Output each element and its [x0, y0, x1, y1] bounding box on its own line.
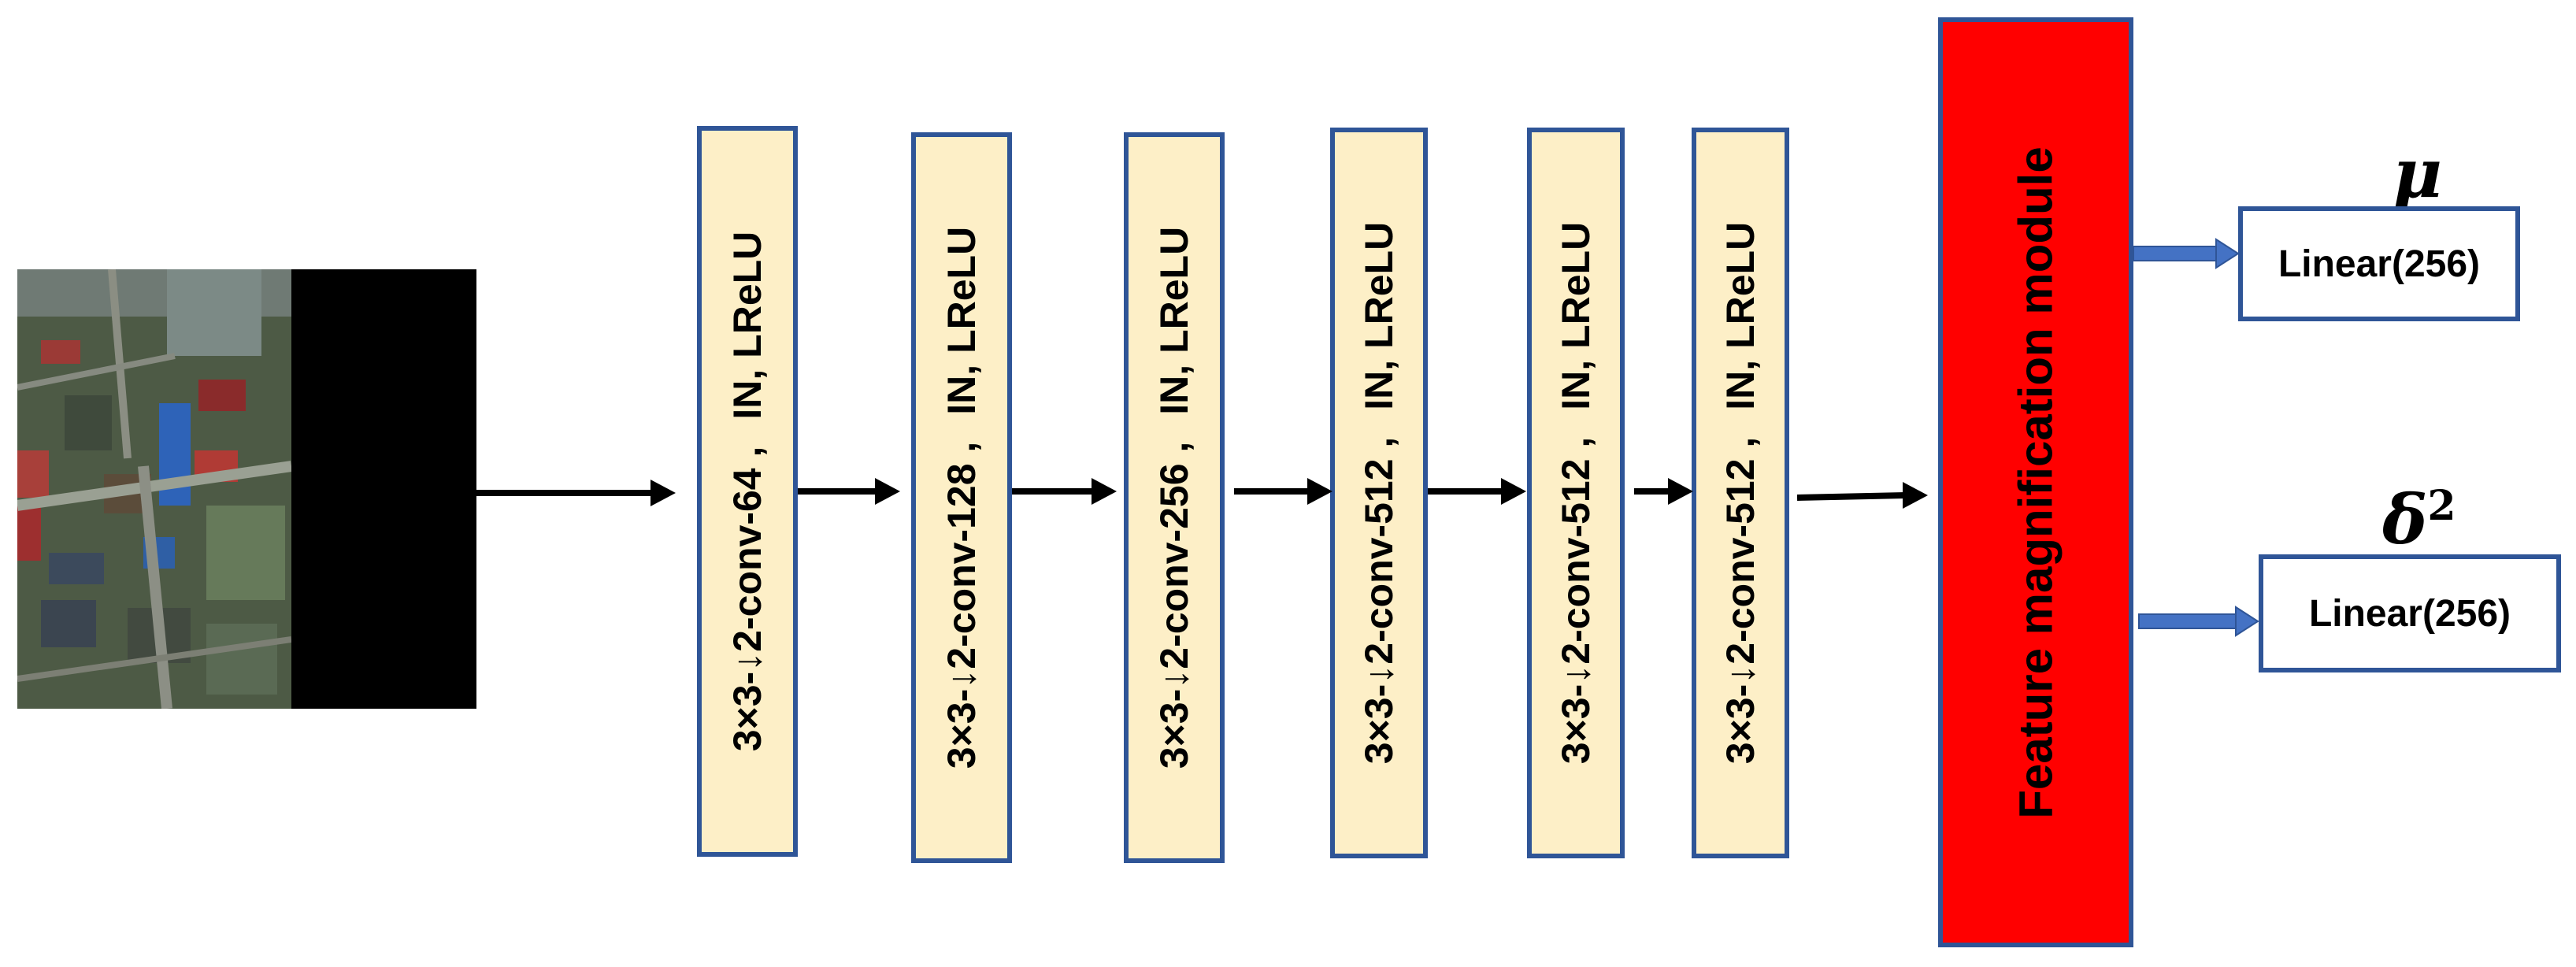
arrowhead-block4-to-block5 — [1501, 478, 1526, 505]
conv-block-1: 3×3-↓2-conv-64 , IN, LReLU — [697, 126, 798, 857]
feature-magnification-module: Feature magnification module — [1938, 17, 2133, 947]
conv-block-3: 3×3-↓2-conv-256 , IN, LReLU — [1124, 132, 1225, 863]
arrowhead-block3-to-block4 — [1307, 478, 1332, 505]
linear-delta-box: Linear(256) — [2259, 554, 2561, 672]
conv-block-4: 3×3-↓2-conv-512 , IN, LReLU — [1330, 128, 1428, 858]
mu-symbol: μ — [2393, 134, 2442, 213]
delta-symbol-text: δ — [2382, 480, 2428, 560]
arrowhead-block1-to-block2 — [875, 478, 900, 505]
linear-mu-box: Linear(256) — [2238, 206, 2520, 321]
conv-block-5: 3×3-↓2-conv-512 , IN, LReLU — [1527, 128, 1625, 858]
arrowhead-input-to-block1 — [650, 480, 676, 506]
conv-block-6: 3×3-↓2-conv-512 , IN, LReLU — [1692, 128, 1789, 858]
arrow-block6-to-module — [1796, 492, 1907, 501]
delta-squared-symbol: δ2 — [2382, 480, 2456, 560]
input-satellite-image — [17, 269, 476, 709]
arrowhead-block6-to-module — [1903, 482, 1928, 509]
satellite-image-icon — [17, 269, 291, 709]
conv-block-2: 3×3-↓2-conv-128 , IN, LReLU — [911, 132, 1012, 863]
arrow-module-to-mu — [2133, 246, 2221, 261]
arrowhead-block2-to-block3 — [1092, 478, 1117, 505]
delta-exponent: 2 — [2427, 482, 2456, 530]
mu-symbol-text: μ — [2393, 134, 2442, 213]
arrowhead-module-to-mu — [2215, 238, 2240, 269]
arrowhead-block5-to-block6 — [1668, 478, 1693, 505]
arrow-module-to-delta — [2138, 613, 2241, 629]
arrowhead-module-to-delta — [2235, 606, 2259, 637]
